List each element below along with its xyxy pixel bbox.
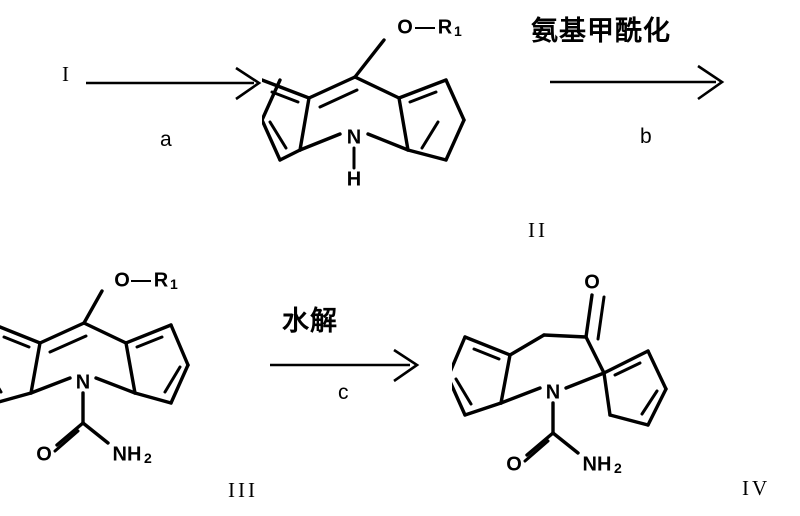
atom-label-nh-hydrogen: H [347, 168, 361, 190]
atom-label-ether-o: O [114, 269, 130, 291]
atom-label-amide-subscript: 2 [614, 460, 622, 476]
atom-label-r-subscript: 1 [454, 23, 462, 39]
atom-label-carbonyl-o: O [506, 453, 522, 475]
reaction-condition-b-text: 氨基甲酰化 [531, 16, 671, 47]
compound-label-I: I [62, 62, 72, 86]
compound-structure-II: N H O — R 1 [262, 16, 466, 190]
reaction-condition-a: a [160, 128, 172, 151]
atom-label-carbonyl-o: O [36, 443, 52, 465]
atom-label-ether-dash: — [415, 16, 435, 38]
atom-label-ether-o: O [397, 16, 413, 38]
atom-label-ether-dash: — [131, 269, 151, 291]
atom-label-ketone-o: O [584, 271, 600, 293]
atom-label-ring-n: N [347, 126, 361, 148]
reaction-arrow-c [270, 348, 420, 383]
reaction-condition-c: c [338, 381, 349, 404]
atom-label-ring-n: N [546, 381, 560, 403]
compound-structure-IV: O N O NH 2 [452, 271, 668, 476]
compound-label-II: II [528, 218, 548, 242]
reaction-arrow-a [86, 66, 262, 101]
atom-label-r-group: R [438, 16, 453, 38]
compound-label-IV: IV [742, 476, 771, 500]
atom-label-amide-n: NH [113, 443, 142, 465]
compound-structure-III: N O — R 1 O NH 2 [0, 269, 190, 466]
reaction-condition-b: b [640, 125, 652, 148]
compound-label-III: III [228, 478, 258, 502]
atom-label-amide-subscript: 2 [144, 450, 152, 466]
atom-label-ring-n: N [76, 371, 90, 393]
atom-label-r-subscript: 1 [170, 276, 178, 292]
reaction-arrow-b [550, 64, 725, 101]
atom-label-amide-n: NH [583, 453, 612, 475]
atom-label-r-group: R [154, 269, 169, 291]
reaction-condition-c-text: 水解 [282, 306, 338, 337]
